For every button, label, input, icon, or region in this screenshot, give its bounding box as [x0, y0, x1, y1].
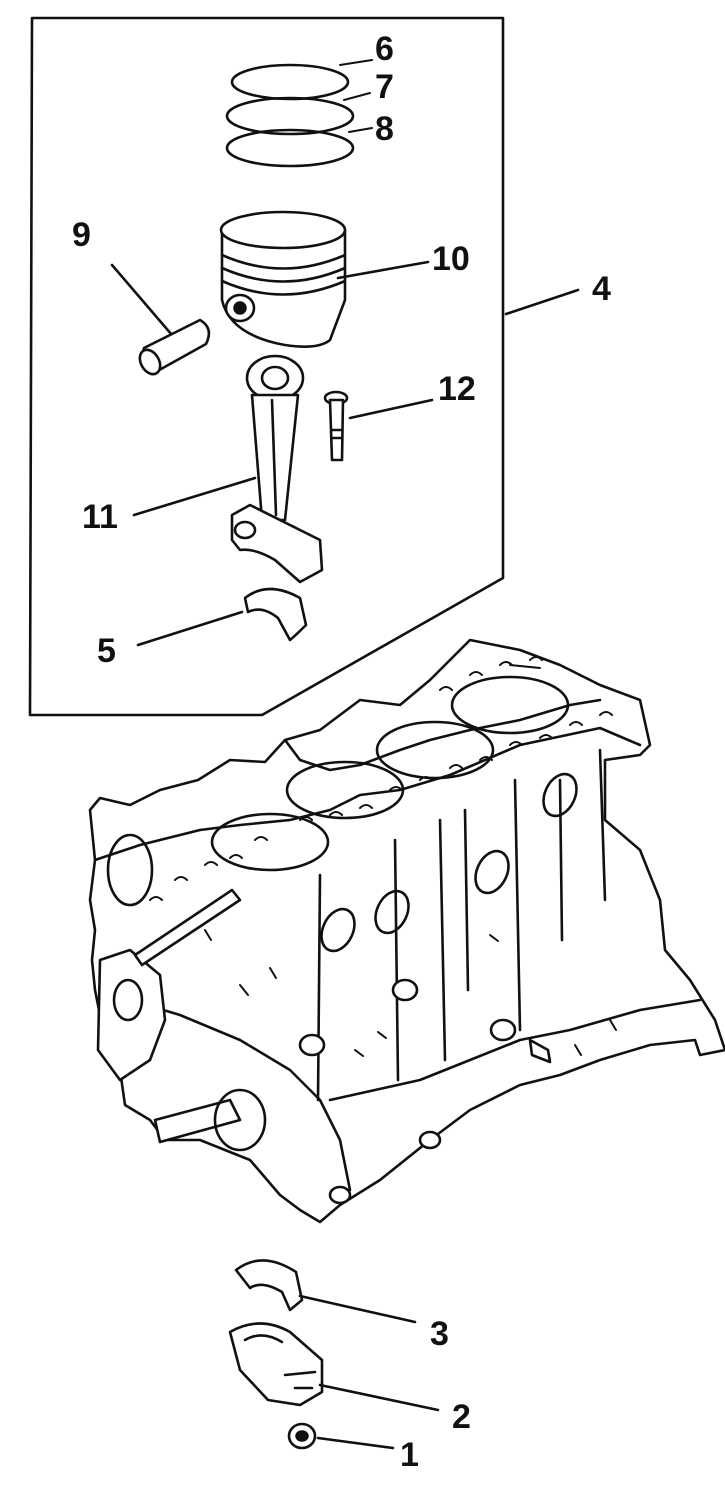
- callout-9: 9: [72, 216, 91, 254]
- piston: [219, 210, 430, 348]
- callout-4: 4: [592, 270, 611, 308]
- main-bearing: [234, 1259, 417, 1324]
- cylinder-bore-4: [450, 675, 570, 735]
- cylinder-bore-1: [210, 812, 330, 872]
- main-bearing-cap: [228, 1322, 440, 1412]
- piston-rings: [225, 59, 373, 168]
- callout-8: 8: [375, 110, 394, 148]
- callout-5: 5: [97, 632, 116, 670]
- piston-ring-top: [230, 63, 350, 101]
- callout-10: 10: [432, 240, 470, 278]
- callout-3: 3: [430, 1315, 449, 1353]
- bearing-cap-bolt: [287, 1422, 395, 1450]
- callout-11: 11: [82, 498, 118, 536]
- cylinder-block: [88, 638, 725, 1224]
- piston-pin: [110, 263, 211, 376]
- callout-2: 2: [452, 1398, 471, 1436]
- connecting-rod: [132, 354, 324, 584]
- piston-assembly-frame: [28, 16, 580, 717]
- callout-1: 1: [400, 1436, 419, 1474]
- connecting-rod-bolt: [323, 390, 434, 462]
- piston-ring-second: [225, 96, 355, 136]
- callout-6: 6: [375, 30, 394, 68]
- connecting-rod-bearing: [136, 587, 308, 647]
- callout-12: 12: [438, 370, 476, 408]
- callout-7: 7: [375, 68, 394, 106]
- piston-ring-oil: [225, 128, 355, 168]
- cylinder-bore-3: [375, 720, 495, 780]
